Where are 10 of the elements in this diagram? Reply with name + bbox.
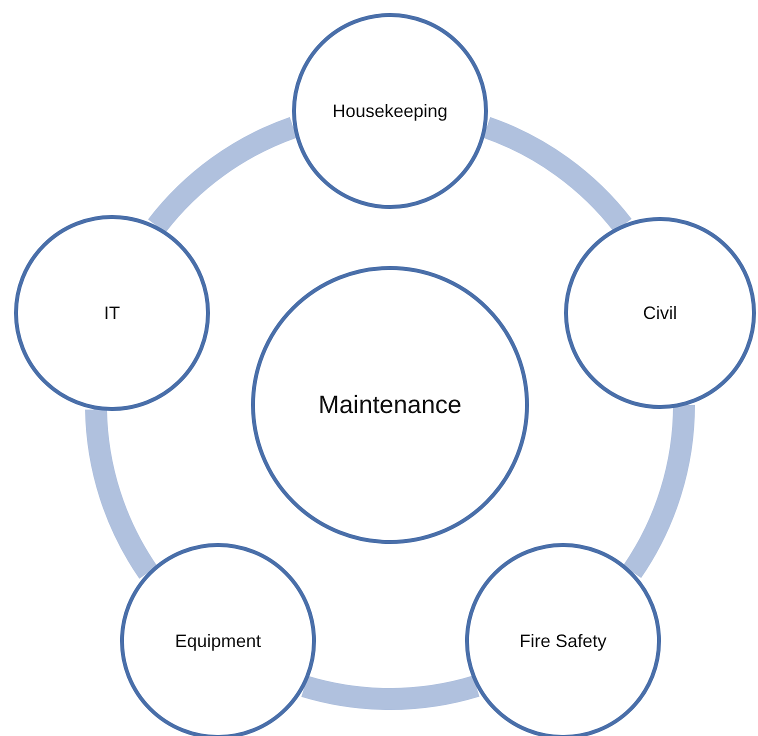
node-label: Maintenance [317, 390, 463, 420]
node-label: Equipment [174, 630, 262, 652]
ring-connector [302, 675, 479, 710]
node-label: Civil [642, 302, 678, 324]
ring-connector [148, 117, 298, 234]
node-label: Housekeeping [331, 100, 449, 122]
node-label: IT [103, 302, 121, 324]
ring-connector [622, 404, 695, 578]
node-label: Fire Safety [518, 630, 608, 652]
ring-connector [85, 408, 158, 578]
